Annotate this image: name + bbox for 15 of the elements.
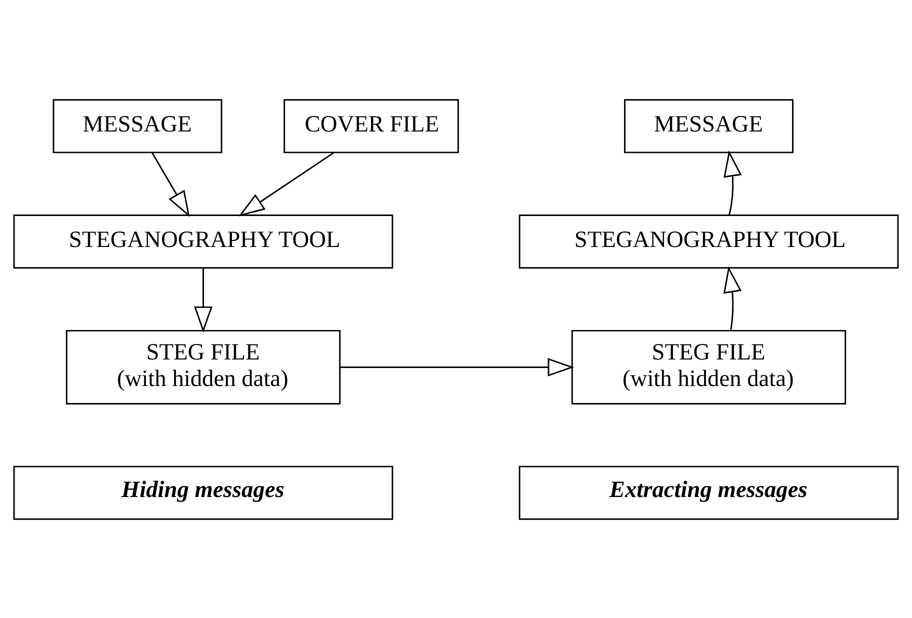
arrow: [151, 152, 190, 217]
arrow: [238, 151, 334, 216]
node-box: STEGANOGRAPHY TOOL: [13, 214, 394, 268]
node-box: Extracting messages: [518, 465, 899, 520]
node-box: COVER FILE: [284, 98, 459, 153]
arrow: [340, 358, 574, 376]
arrow: [724, 150, 742, 215]
arrow: [194, 268, 212, 332]
node-box: STEG FILE (with hidden data): [66, 329, 341, 404]
arrow: [723, 266, 742, 330]
node-box: MESSAGE: [52, 98, 222, 153]
node-box: MESSAGE: [624, 98, 794, 153]
node-box: STEGANOGRAPHY TOOL: [518, 214, 899, 268]
node-box: STEG FILE (with hidden data): [571, 329, 846, 404]
node-box: Hiding messages: [13, 465, 394, 520]
